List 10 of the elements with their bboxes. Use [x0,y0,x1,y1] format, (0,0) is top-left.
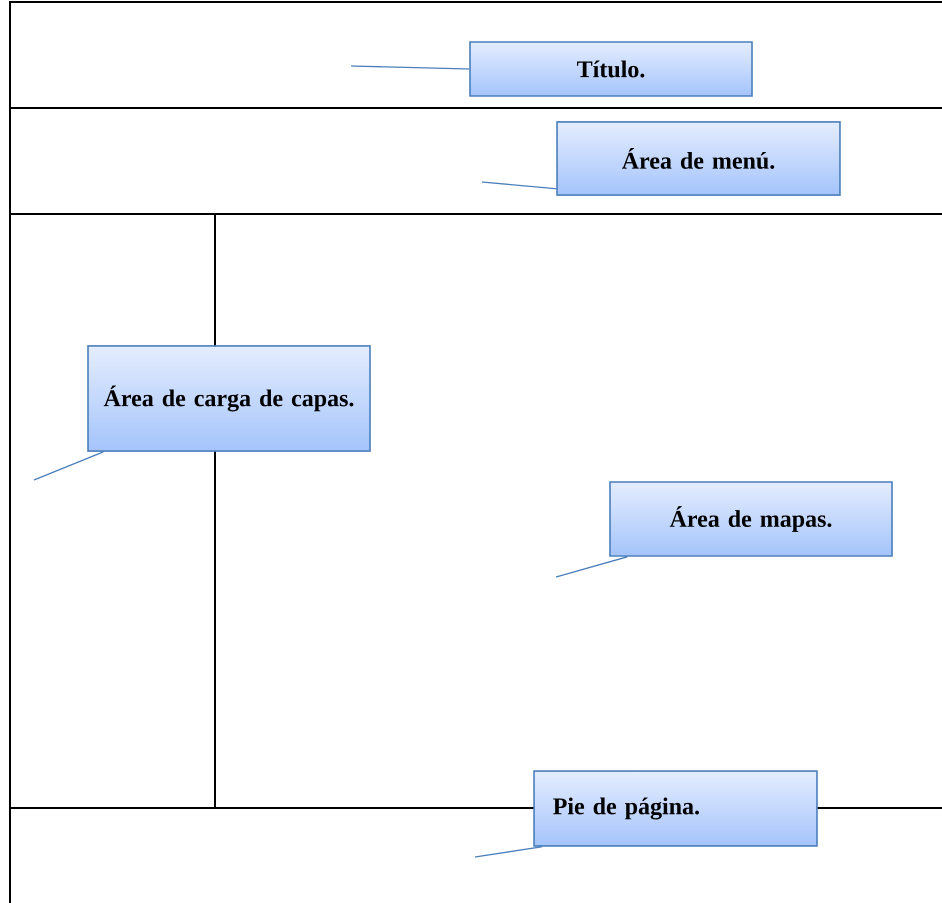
leader-line [556,556,628,578]
leader-line [482,181,556,190]
callout-box: Área de menú. [556,121,841,196]
leader-line [474,846,542,858]
callout-box: Pie de página. [533,770,818,847]
callout-box: Título. [469,41,753,97]
callout-box: Área de carga de capas. [87,345,371,452]
leader-line [350,65,470,70]
callout-box: Área de mapas. [609,481,893,557]
leader-line [34,451,104,481]
